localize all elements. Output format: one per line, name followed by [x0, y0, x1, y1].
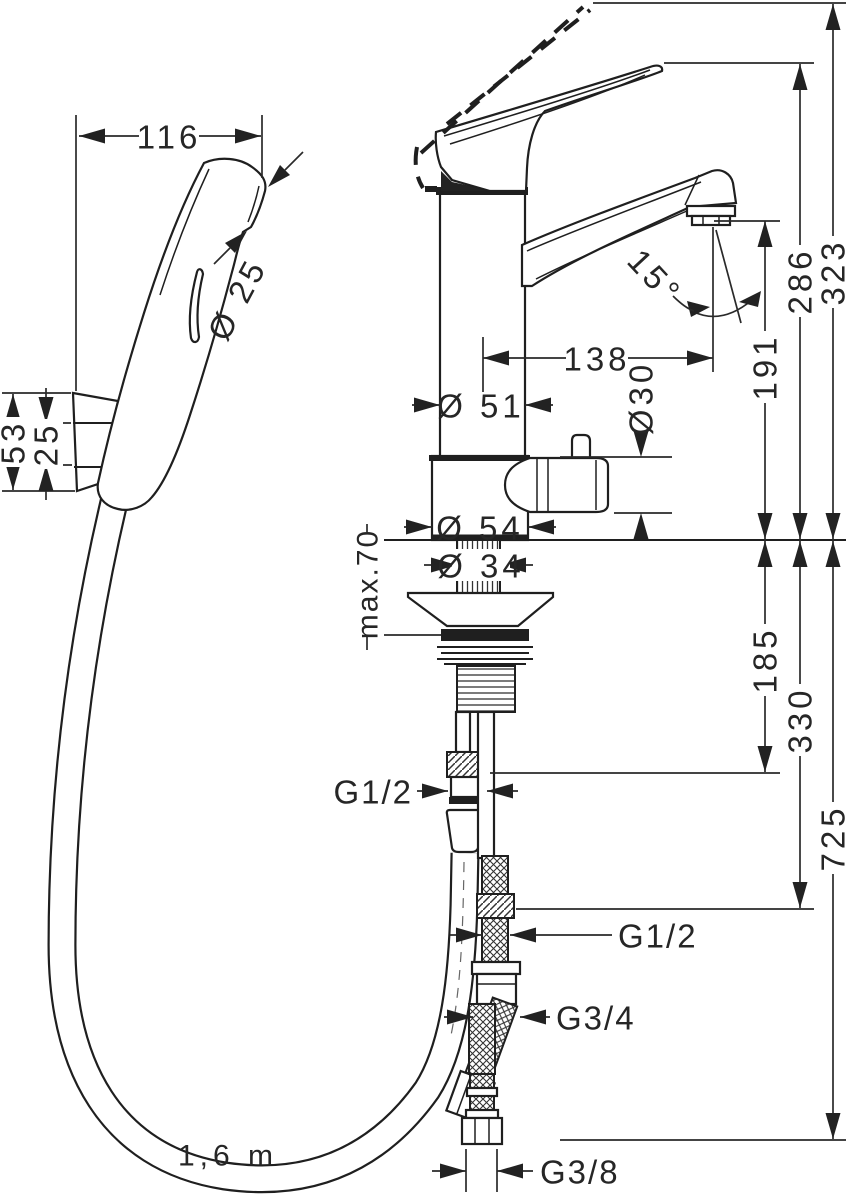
dim-label-138: 138: [563, 341, 630, 378]
dim-label-191: 191: [747, 333, 784, 400]
spray-face-inner-line: [247, 185, 260, 223]
dim-label-o51: Ø 51: [437, 388, 525, 425]
dim-label-25: 25: [28, 422, 65, 467]
aerator: [685, 204, 737, 218]
dim-label-g12-supply: G1/2: [618, 918, 698, 955]
dim-body-diameter: Ø 51: [412, 388, 553, 425]
head-inner-line: [159, 168, 210, 296]
dim-label-116: 116: [137, 119, 202, 156]
dim-bracket-25: 25: [28, 388, 72, 500]
dim-base-diameter: Ø 54: [404, 510, 556, 547]
supply-connection: [444, 710, 522, 1146]
dim-label-g34: G3/4: [556, 1000, 636, 1037]
shower-hose-connection: [445, 710, 489, 854]
dim-bracket-53: 53: [0, 392, 75, 492]
dim-g12-supply: G1/2: [450, 918, 698, 955]
g38-end-nut: [460, 1116, 504, 1146]
dim-g34: G3/4: [444, 1000, 636, 1037]
spout: [520, 169, 738, 288]
shower-hose-tailpipe: [454, 710, 472, 754]
check-valve: [464, 1108, 500, 1120]
hand-shower: [96, 157, 267, 511]
handle-slot: [188, 268, 205, 344]
dim-handshower-width: 116: [75, 115, 263, 391]
dim-label-g12-shower: G1/2: [333, 774, 413, 811]
dim-label-330: 330: [782, 686, 819, 753]
mounting-flange: [406, 591, 555, 628]
label-hose-length: 1,6 m: [178, 1140, 278, 1173]
dim-label-g38: G3/8: [540, 1154, 620, 1191]
lever-handle: [434, 64, 664, 193]
shower-port-stub: [570, 433, 592, 461]
shower-hose: [47, 494, 480, 1194]
mounting-nut-thread: [456, 665, 516, 713]
dim-label-o54: Ø 54: [436, 510, 524, 547]
dim-spray-angle: 15°: [620, 229, 761, 324]
shower-port: [503, 433, 610, 514]
dim-label-53: 53: [0, 420, 32, 465]
dim-label-185: 185: [747, 626, 784, 693]
dim-label-o34: Ø 34: [437, 548, 525, 585]
dim-max-thickness: max.70: [352, 524, 385, 650]
dim-label-286: 286: [782, 247, 819, 314]
g12-supply-nut: [476, 893, 515, 919]
tee-fitting: [470, 960, 522, 976]
faucet-body: [413, 5, 738, 542]
dim-label-o30: Ø30: [623, 361, 660, 435]
dim-label-725: 725: [815, 804, 847, 871]
dim-label-323: 323: [815, 238, 847, 305]
dim-right-column: 323 725 286 330 191 185: [490, 2, 847, 1141]
dim-g12-shower: G1/2: [333, 774, 518, 811]
supply-tailpipe: [476, 710, 496, 860]
dim-shank-diameter: Ø 34: [424, 548, 533, 585]
seal-ring: [441, 629, 529, 641]
dim-g38: G3/8: [432, 1149, 620, 1192]
dim-label-max70: max.70: [352, 529, 385, 639]
dim-spout-reach: 138: [482, 227, 714, 392]
lever-raised-outline: [413, 5, 592, 190]
dim-port-diameter: Ø30: [560, 361, 672, 539]
